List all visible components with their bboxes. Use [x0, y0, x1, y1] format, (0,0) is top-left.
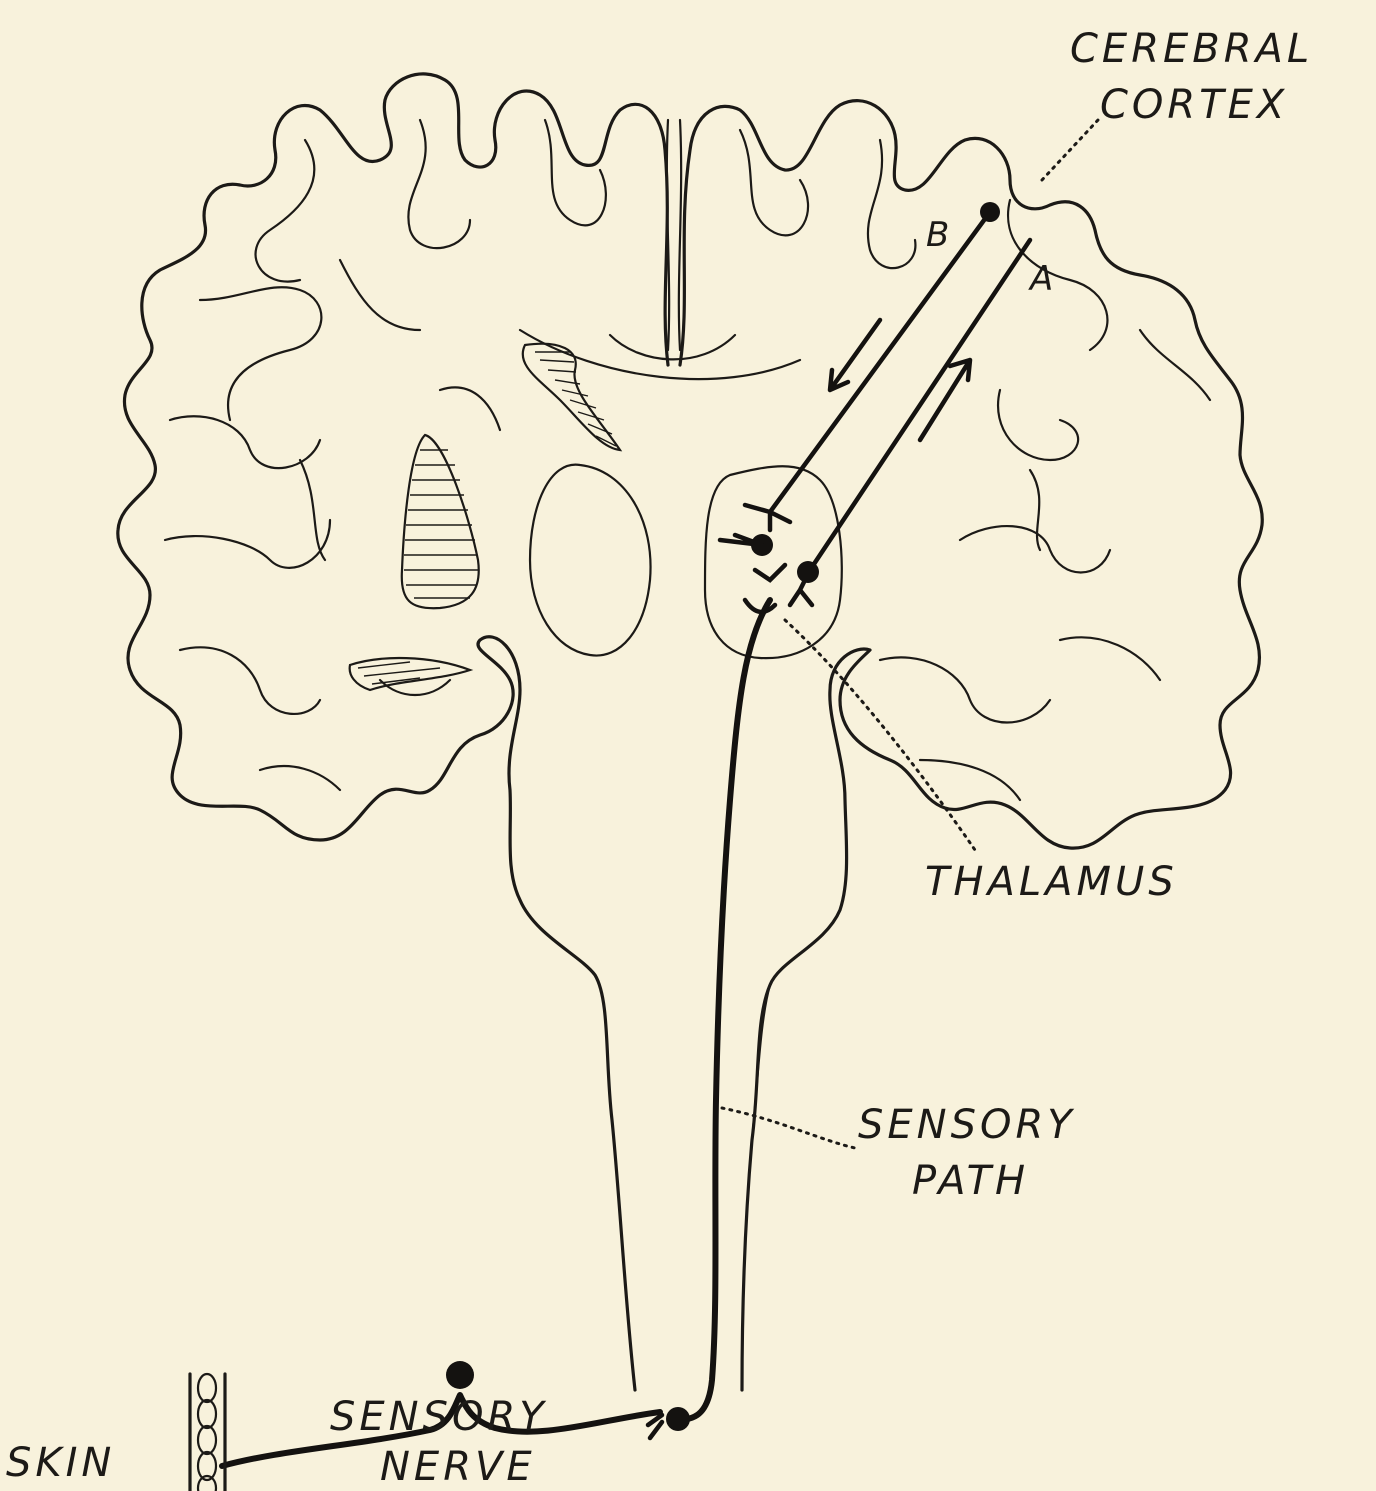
sensory-pathway: [222, 120, 1098, 1466]
leader-thalamus: [785, 620, 975, 850]
putamen: [402, 435, 479, 608]
left-hemisphere-outline: [118, 74, 668, 1390]
label-thalamus: THALAMUS: [925, 859, 1178, 905]
sensory-path-main: [672, 600, 770, 1420]
internal-capsule-oval: [530, 465, 651, 656]
ventricle-arc: [610, 335, 735, 359]
label-cerebral-cortex-line1: CEREBRAL: [1070, 26, 1313, 72]
hippocampal-region: [350, 658, 470, 690]
label-sensory-nerve-line1: SENSORY: [330, 1394, 548, 1440]
label-sensory-path-line1: SENSORY: [858, 1102, 1076, 1148]
leader-sensory-path: [722, 1108, 855, 1148]
label-fiber-a: A: [1028, 259, 1053, 299]
label-sensory-nerve-line2: NERVE: [380, 1444, 536, 1490]
left-sulci: [165, 120, 606, 790]
corpus-callosum: [520, 330, 800, 379]
dorsal-root-ganglion-cell: [446, 1361, 474, 1389]
label-fiber-b: B: [926, 215, 949, 255]
label-skin: SKIN: [6, 1440, 115, 1486]
brain-outline: [118, 74, 1262, 1390]
label-sensory-path-line2: PATH: [912, 1158, 1029, 1204]
cortex-cell-b: [980, 202, 1000, 222]
arrow-ascending: [920, 360, 970, 440]
caudate-nucleus: [523, 344, 620, 450]
label-cerebral-cortex-line2: CORTEX: [1100, 82, 1288, 128]
longitudinal-fissure: [667, 120, 681, 350]
skin-tissue: [190, 1374, 225, 1491]
leader-cerebral-cortex: [1042, 120, 1098, 180]
labels: CEREBRAL CORTEX THALAMUS SENSORY PATH SK…: [6, 26, 1313, 1490]
deep-structures: [350, 344, 842, 1140]
spinal-cell: [666, 1407, 690, 1431]
arrow-descending: [830, 320, 880, 390]
thalamus-nucleus: [705, 466, 842, 658]
